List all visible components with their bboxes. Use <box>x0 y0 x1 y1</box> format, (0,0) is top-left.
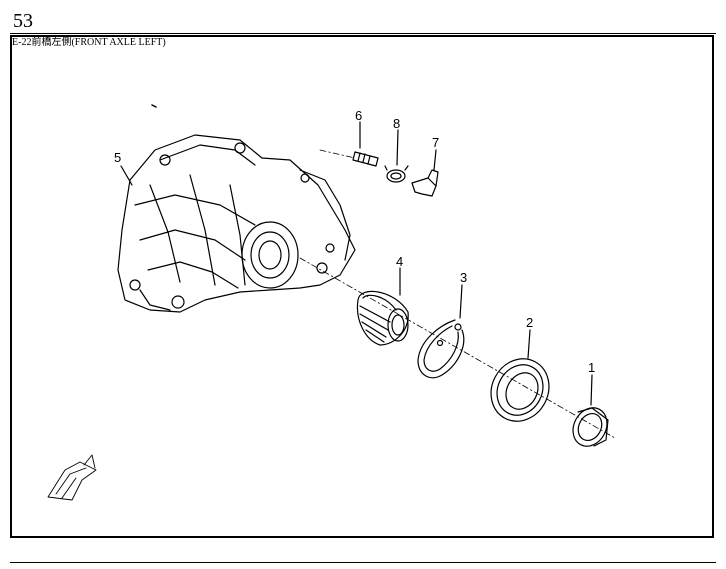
bearing-drawing <box>356 267 409 346</box>
snap-ring-drawing <box>417 284 465 379</box>
section-title: E-22前橋左側(FRONT AXLE LEFT) <box>12 37 166 48</box>
callout-1: 1 <box>588 360 595 375</box>
callout-2: 2 <box>526 315 533 330</box>
callout-5: 5 <box>114 150 121 165</box>
leader-5 <box>120 165 133 186</box>
oil-seal-drawing <box>490 329 550 422</box>
callout-7: 7 <box>432 135 439 150</box>
page-number: 53 <box>13 10 33 32</box>
callout-3: 3 <box>460 270 467 285</box>
axle-housing-drawing <box>117 134 356 313</box>
diagram-frame <box>10 35 714 538</box>
top-rule <box>10 33 716 34</box>
callout-6: 6 <box>355 108 362 123</box>
breather-hose-drawing <box>411 149 439 197</box>
stud-bolt-drawing <box>352 121 379 167</box>
bottom-rule <box>10 562 716 563</box>
callout-4: 4 <box>396 254 403 269</box>
callout-8: 8 <box>393 116 400 131</box>
seal-cap-drawing <box>572 374 609 447</box>
hose-clip-drawing <box>384 129 409 183</box>
orientation-arrow-icon <box>47 454 97 501</box>
